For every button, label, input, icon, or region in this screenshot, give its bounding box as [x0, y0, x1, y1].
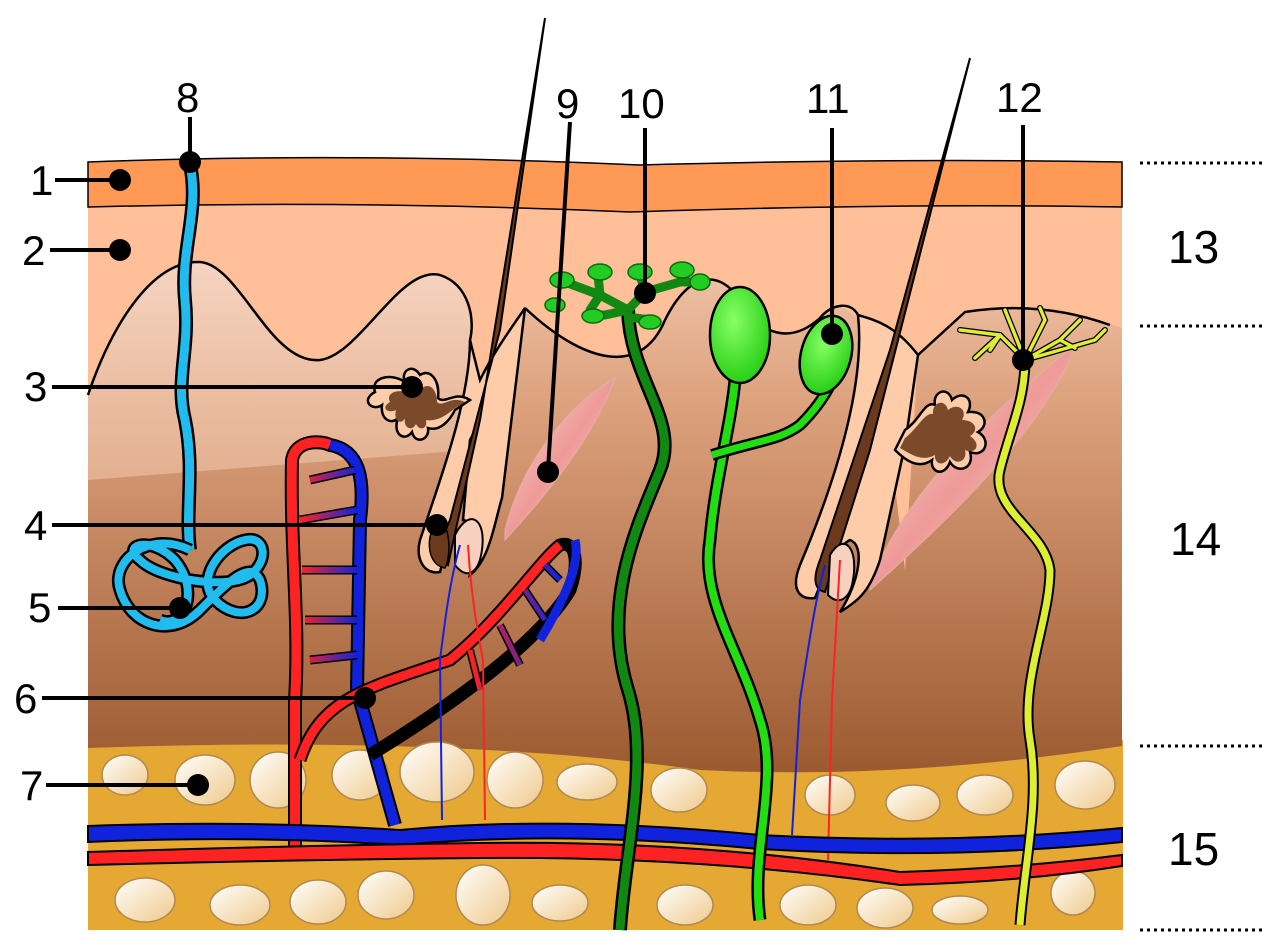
papilla-outline-3	[917, 306, 1111, 356]
hair-follicle-right	[794, 57, 971, 614]
label-6: 6	[14, 675, 37, 722]
epidermis-layer	[88, 200, 1122, 570]
label-7: 7	[20, 762, 43, 809]
papilla-outline	[86, 260, 473, 396]
nerve-free-endings	[544, 261, 711, 931]
label-11: 11	[806, 75, 850, 122]
number-labels: 1 2 3 4 5 6 7 8 9 10 11 12 13 14 15	[14, 74, 1221, 875]
label-4: 4	[24, 502, 47, 549]
label-3: 3	[24, 363, 47, 410]
label-15: 15	[1168, 823, 1219, 875]
sweat-gland	[112, 163, 270, 633]
papilla-outline-2	[524, 278, 860, 358]
bulbous-corpuscle-left	[708, 285, 772, 385]
nerve-merkel-ending	[957, 305, 1108, 926]
nerve-bulbous-corpuscles	[702, 285, 854, 921]
label-2: 2	[22, 227, 45, 274]
stratum-corneum	[87, 156, 1123, 213]
follicle-capillaries	[438, 544, 841, 861]
label-10: 10	[618, 80, 665, 127]
label-13: 13	[1168, 221, 1219, 273]
label-5: 5	[28, 584, 51, 631]
sebaceous-gland-right-inner	[900, 402, 977, 464]
label-12: 12	[996, 74, 1043, 121]
leader-lines	[42, 117, 1025, 787]
label-9: 9	[556, 80, 579, 127]
main-artery	[87, 841, 1123, 887]
label-8: 8	[176, 74, 199, 121]
arrector-pili-muscle-left	[504, 376, 616, 542]
label-1: 1	[30, 157, 53, 204]
label-14: 14	[1170, 513, 1221, 565]
leader-dots	[109, 151, 1034, 796]
